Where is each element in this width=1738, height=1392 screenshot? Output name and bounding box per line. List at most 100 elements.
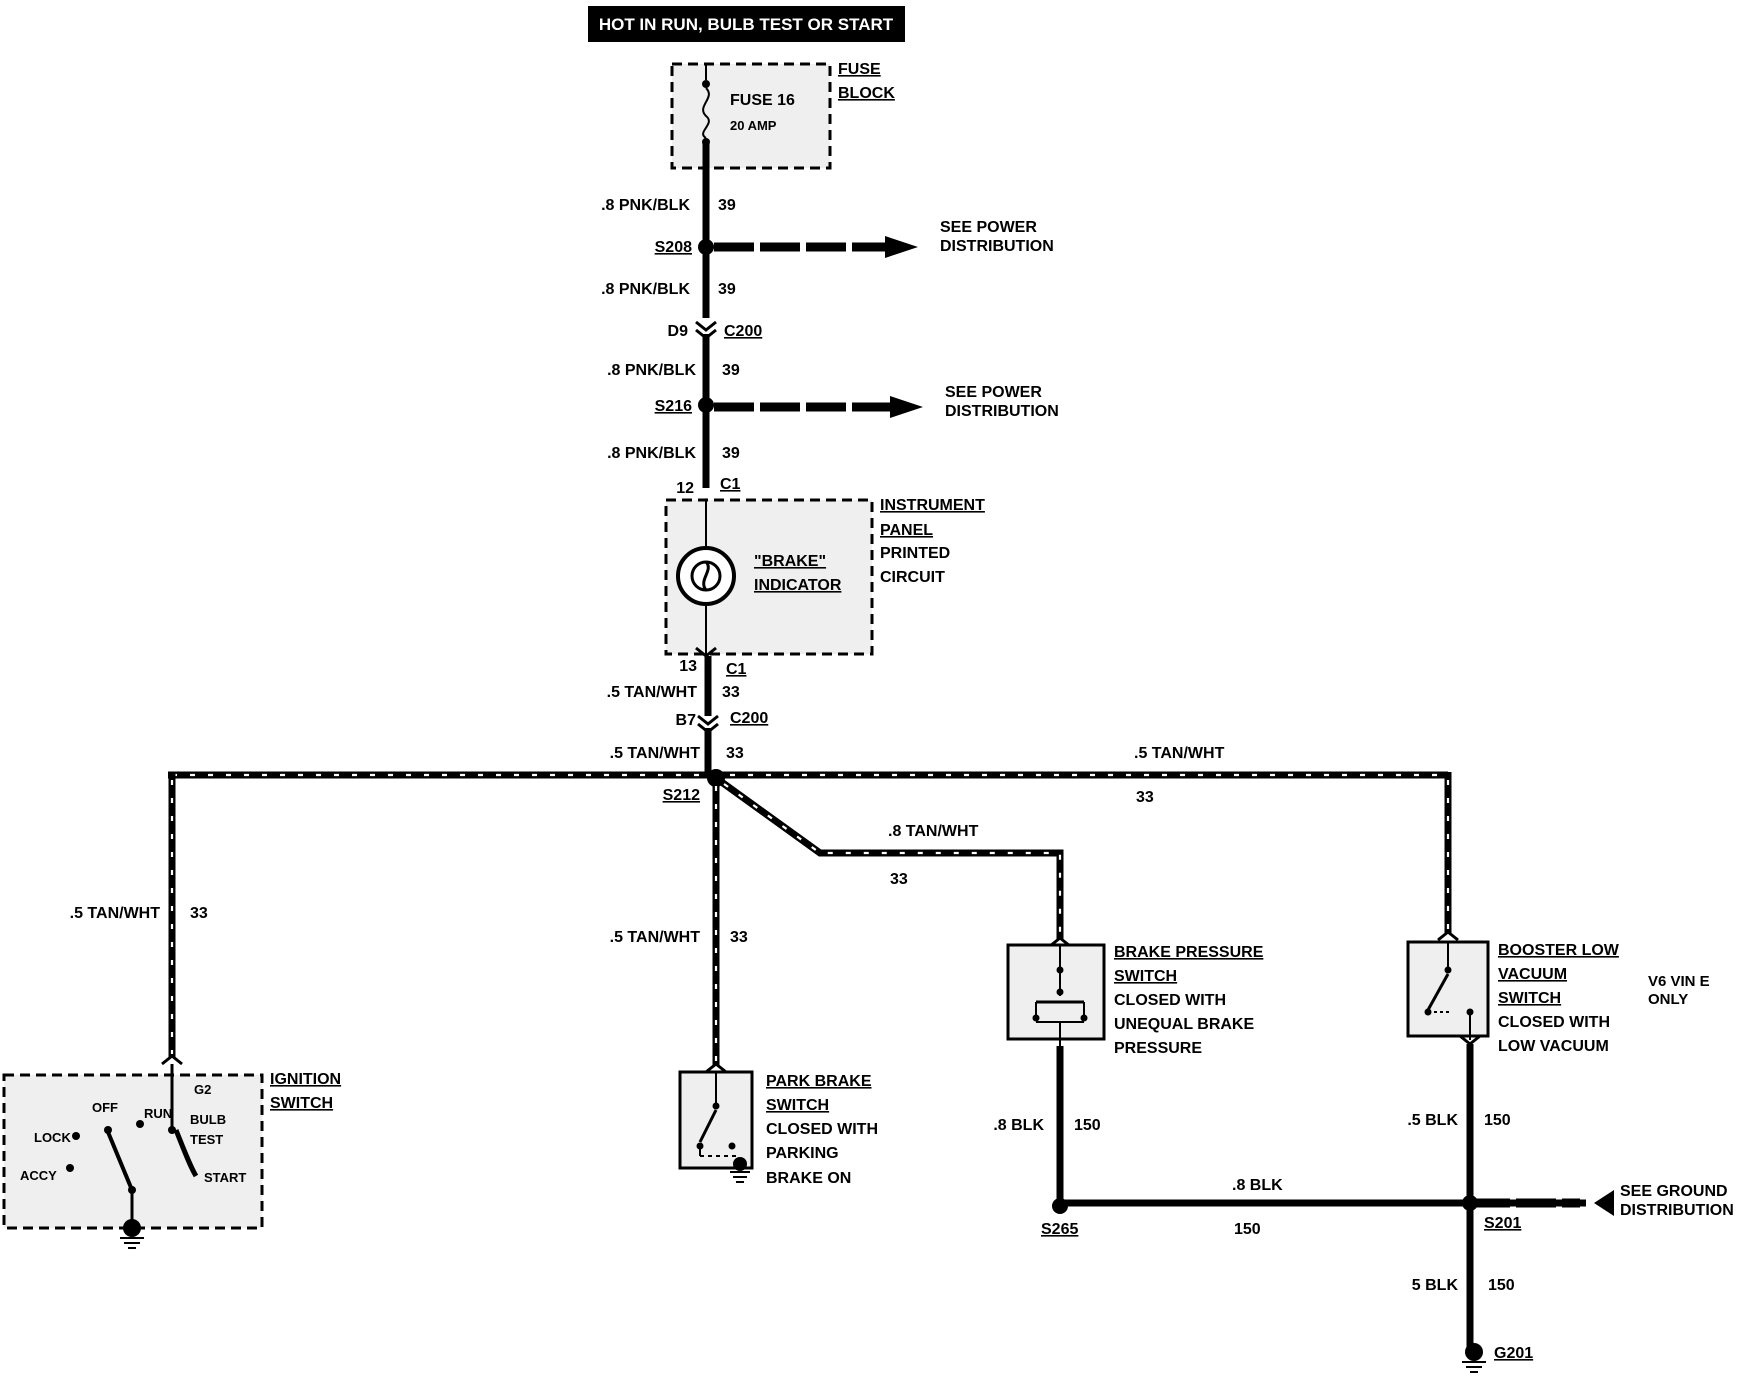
wire-5-gauge: .5 TAN/WHT <box>607 684 698 701</box>
power-ref-1: SEE POWER DISTRIBUTION <box>714 219 1054 258</box>
header-banner: HOT IN RUN, BULB TEST OR START <box>588 6 905 42</box>
connector-c200-a-label: C200 <box>724 323 762 340</box>
wire-11-number: 150 <box>1074 1117 1101 1134</box>
fuse-block-label-1: FUSE <box>838 61 881 78</box>
power-ref-2: SEE POWER DISTRIBUTION <box>714 384 1059 420</box>
wire-13-gauge: .8 BLK <box>1232 1177 1283 1194</box>
fuse-block: FUSE 16 20 AMP FUSE BLOCK <box>670 61 895 170</box>
header-title: HOT IN RUN, BULB TEST OR START <box>599 15 894 34</box>
wire-to-ignition <box>161 772 183 1066</box>
booster-note-2: ONLY <box>1648 991 1688 1008</box>
ignition-label-2: SWITCH <box>270 1095 333 1112</box>
wire-11-gauge: .8 BLK <box>993 1117 1044 1134</box>
splice-s208 <box>698 239 714 255</box>
ignition-pos-start: START <box>204 1170 246 1185</box>
connector-c200-a-pin: D9 <box>668 323 689 340</box>
brake-pressure-switch: BRAKE PRESSURE SWITCH CLOSED WITH UNEQUA… <box>1006 943 1264 1057</box>
ignition-g2-label: G2 <box>194 1082 211 1097</box>
ground-ignition <box>120 1219 144 1249</box>
instrument-panel-label-1: INSTRUMENT <box>880 497 985 514</box>
ignition-pos-test: TEST <box>190 1132 223 1147</box>
wire-7-gauge: .5 TAN/WHT <box>1134 745 1225 762</box>
ground-ref-line2: DISTRIBUTION <box>1620 1202 1734 1219</box>
wire-9-number: 33 <box>730 929 748 946</box>
connector-c1-bottom-label: C1 <box>726 661 747 678</box>
wire-14-number: 150 <box>1488 1277 1515 1294</box>
ignition-switch: G2 OFF RUN BULB TEST LOCK ACCY START IGN… <box>2 1064 341 1230</box>
wire-1-gauge: .8 PNK/BLK <box>601 197 690 214</box>
connector-c200-a: D9 C200 <box>668 320 762 340</box>
wire-1-number: 39 <box>718 197 736 214</box>
splice-s208-label: S208 <box>655 239 692 256</box>
ground-g201-label: G201 <box>1494 1345 1533 1362</box>
splice-s201 <box>1462 1195 1478 1211</box>
wire-3-gauge: .8 PNK/BLK <box>607 362 696 379</box>
booster-line-5: LOW VACUUM <box>1498 1038 1609 1055</box>
ground-ref-line1: SEE GROUND <box>1620 1183 1728 1200</box>
instrument-panel-label-4: CIRCUIT <box>880 569 945 586</box>
wire-14-gauge: 5 BLK <box>1412 1277 1459 1294</box>
wire-to-booster <box>1437 772 1459 942</box>
wire-5-number: 33 <box>722 684 740 701</box>
wire-4-number: 39 <box>722 445 740 462</box>
ignition-pos-accy: ACCY <box>20 1168 57 1183</box>
booster-line-4: CLOSED WITH <box>1498 1014 1610 1031</box>
booster-line-1: BOOSTER LOW <box>1498 942 1620 959</box>
fuse-name: FUSE 16 <box>730 92 795 109</box>
wire-9-gauge: .5 TAN/WHT <box>610 929 701 946</box>
park-brake-line-2: SWITCH <box>766 1097 829 1114</box>
wire-6-number: 33 <box>726 745 744 762</box>
connector-c1-bottom: 13 C1 <box>679 646 747 678</box>
wire-to-park-brake <box>705 778 727 1074</box>
instrument-panel-label-3: PRINTED <box>880 545 950 562</box>
power-ref-1-line2: DISTRIBUTION <box>940 238 1054 255</box>
instrument-panel-label-2: PANEL <box>880 522 933 539</box>
connector-c1-bottom-pin: 13 <box>679 658 697 675</box>
brake-indicator-label-2: INDICATOR <box>754 577 842 594</box>
connector-c200-b-label: C200 <box>730 710 768 727</box>
wire-12-gauge: .5 BLK <box>1407 1112 1458 1129</box>
connector-c200-b-pin: B7 <box>676 712 697 729</box>
instrument-panel: "BRAKE" INDICATOR INSTRUMENT PANEL PRINT… <box>664 497 985 656</box>
ground-wiring <box>1056 1044 1614 1348</box>
wire-4-gauge: .8 PNK/BLK <box>607 445 696 462</box>
brake-indicator-label-1: "BRAKE" <box>754 553 826 570</box>
wire-2-number: 39 <box>718 281 736 298</box>
connector-c200-b: B7 C200 <box>676 710 768 734</box>
wire-12-number: 150 <box>1484 1112 1511 1129</box>
wire-10-gauge: .8 TAN/WHT <box>888 823 979 840</box>
connector-c1-top-pin: 12 <box>676 480 694 497</box>
brake-pressure-line-3: CLOSED WITH <box>1114 992 1226 1009</box>
splice-s212-label: S212 <box>663 787 700 804</box>
wire-2-gauge: .8 PNK/BLK <box>601 281 690 298</box>
splice-s265-label: S265 <box>1041 1221 1078 1238</box>
brake-pressure-line-1: BRAKE PRESSURE <box>1114 944 1264 961</box>
splice-s216-label: S216 <box>655 398 692 415</box>
wire-6-gauge: .5 TAN/WHT <box>610 745 701 762</box>
ignition-pos-off: OFF <box>92 1100 118 1115</box>
brake-pressure-line-2: SWITCH <box>1114 968 1177 985</box>
connector-c1-top-label: C1 <box>720 476 741 493</box>
fuse-rating: 20 AMP <box>730 118 777 133</box>
park-brake-line-5: BRAKE ON <box>766 1170 851 1187</box>
ignition-pos-run: RUN <box>144 1106 172 1121</box>
wire-3-number: 39 <box>722 362 740 379</box>
wire-8-gauge: .5 TAN/WHT <box>70 905 161 922</box>
splice-s265 <box>1052 1198 1068 1214</box>
wire-7-number: 33 <box>1136 789 1154 806</box>
ground-g201: G201 <box>1462 1343 1533 1373</box>
booster-line-2: VACUUM <box>1498 966 1567 983</box>
ignition-pos-lock: LOCK <box>34 1130 71 1145</box>
splice-s201-label: S201 <box>1484 1215 1521 1232</box>
ignition-label-1: IGNITION <box>270 1071 341 1088</box>
ignition-pos-bulb: BULB <box>190 1112 226 1127</box>
wire-10-number: 33 <box>890 871 908 888</box>
park-brake-line-1: PARK BRAKE <box>766 1073 872 1090</box>
power-ref-2-line2: DISTRIBUTION <box>945 403 1059 420</box>
park-brake-switch: PARK BRAKE SWITCH CLOSED WITH PARKING BR… <box>678 1070 878 1187</box>
brake-pressure-line-4: UNEQUAL BRAKE <box>1114 1016 1254 1033</box>
booster-note-1: V6 VIN E <box>1648 973 1710 990</box>
park-brake-line-3: CLOSED WITH <box>766 1121 878 1138</box>
power-ref-1-line1: SEE POWER <box>940 219 1037 236</box>
